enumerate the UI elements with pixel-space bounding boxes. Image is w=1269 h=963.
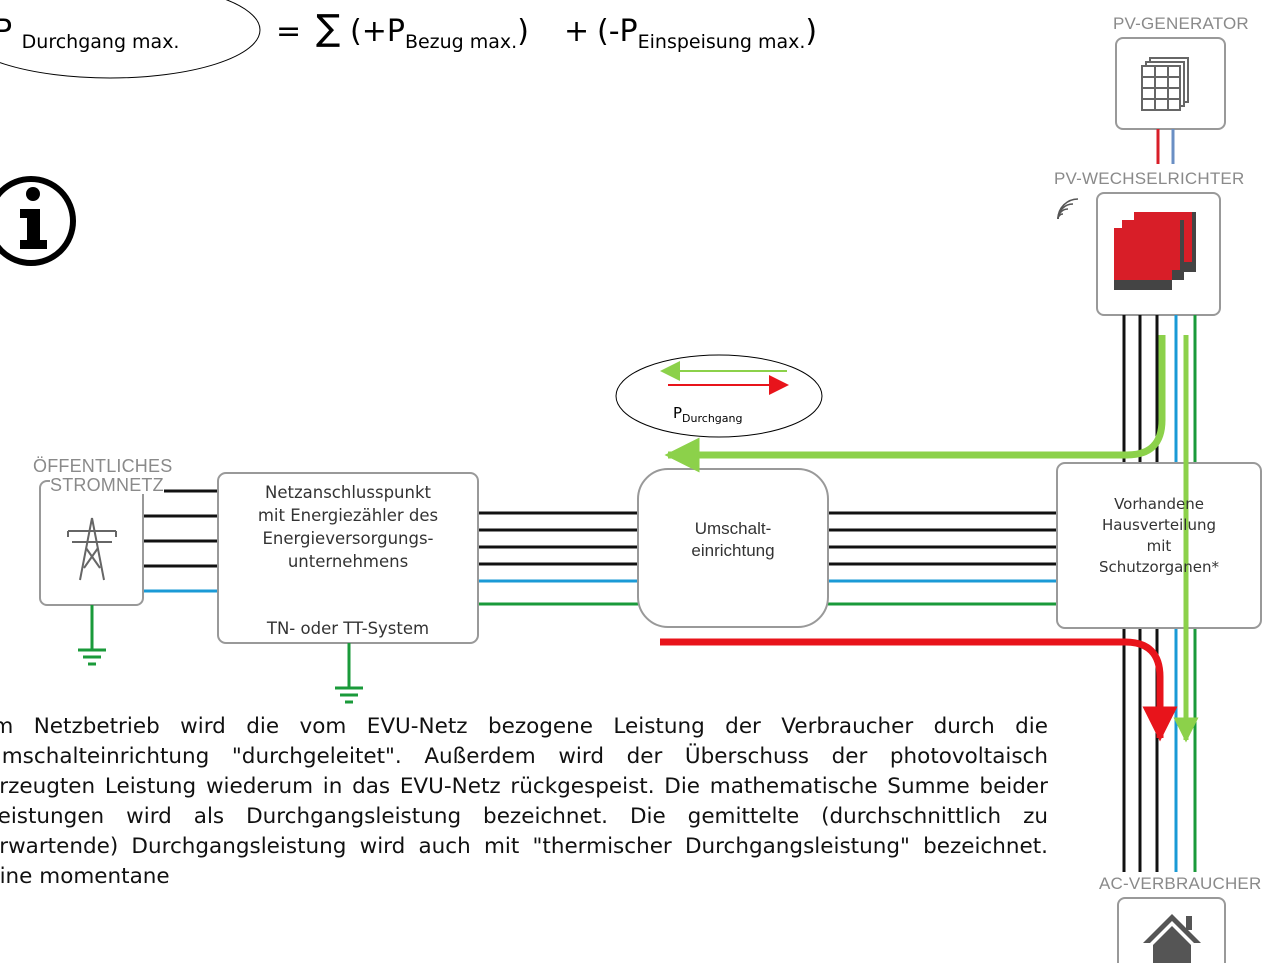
ground-icon [335, 643, 363, 704]
ground-icon [78, 605, 106, 666]
power-pylon-icon [67, 517, 117, 581]
solar-panel-icon [1141, 57, 1189, 111]
pv-generator-box [1115, 37, 1226, 130]
grid-connection-line4: unternehmens [287, 552, 409, 571]
grid-connection-line1: Netzanschlusspunkt [265, 483, 431, 502]
distribution-line3: mit [1146, 537, 1172, 555]
pv-inverter-box [1096, 192, 1221, 316]
house-icon [1143, 914, 1201, 963]
switch-text: Umschalt- einrichtung [638, 518, 828, 562]
info-icon [0, 176, 76, 266]
description-paragraph: Im Netzbetrieb wird die vom EVU-Netz bez… [0, 714, 1048, 889]
formula-ellipse [0, 0, 261, 79]
public-grid-label-line2: STROMNETZ [50, 475, 164, 495]
distribution-text: Vorhandene Hausverteilung mit Schutzorga… [1057, 494, 1261, 578]
formula-sum-symbol: ∑ [316, 8, 341, 49]
green-flow-arrow [664, 335, 1166, 473]
formula-equals: = [276, 14, 302, 49]
red-flow-arrow [660, 638, 1178, 742]
formula-term-einspeisung: (-PEinspeisung max.) [597, 14, 818, 53]
grid-connection-line2: mit Energiezähler des [257, 506, 439, 525]
formula-plus: + [564, 14, 590, 49]
ac-consumer-box [1117, 897, 1226, 963]
pv-inverter-label: PV-WECHSELRICHTER [1054, 169, 1245, 188]
ac-consumer-label: AC-VERBRAUCHER [1099, 874, 1262, 894]
public-grid-box [39, 480, 144, 606]
public-grid-label-line1: ÖFFENTLICHES [33, 456, 173, 476]
grid-connection-line3: Energieversorgungs- [262, 529, 434, 548]
switch-line2: einrichtung [691, 541, 775, 560]
distribution-box [1056, 462, 1262, 629]
legend-p-label: PDurchgang [673, 404, 743, 425]
distribution-line2: Hausverteilung [1101, 516, 1217, 534]
pv-generator-label: PV-GENERATOR [1113, 14, 1249, 33]
grid-connection-text: Netzanschlusspunkt mit Energiezähler des… [218, 481, 478, 573]
formula-term-bezug: (+PBezug max.) [350, 14, 529, 53]
distribution-line4: Schutzorganen* [1098, 558, 1220, 576]
grid-system-text: TN- oder TT-System [266, 619, 430, 638]
formula-lhs: P Durchgang max. [0, 14, 180, 53]
inverter-icon [1114, 212, 1196, 290]
wifi-icon [1057, 198, 1079, 220]
distribution-line1: Vorhandene [1114, 495, 1204, 513]
switch-line1: Umschalt- [694, 519, 772, 538]
switch-box [637, 468, 829, 628]
